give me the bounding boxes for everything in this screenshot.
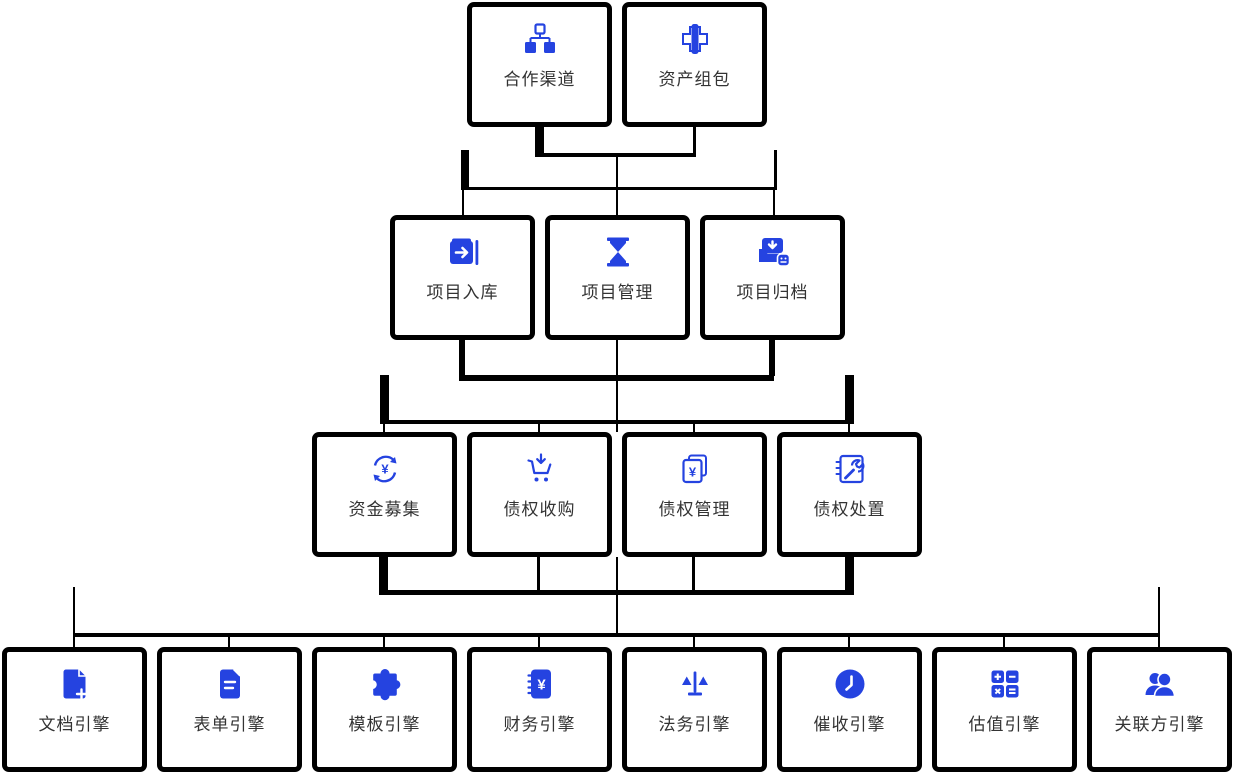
node-label: 资金募集 <box>348 500 421 519</box>
connector-line <box>383 424 385 433</box>
fund-cycle-icon: ¥ <box>367 451 403 487</box>
users-icon <box>1142 666 1178 702</box>
sitemap-icon <box>522 21 558 57</box>
flow-node-row-debt-3: ¥ 债权管理 <box>622 432 767 557</box>
calculator-icon <box>987 666 1023 702</box>
node-label: 法务引擎 <box>658 715 731 734</box>
flow-node-row-engines-5: 法务引擎 <box>622 647 767 772</box>
flow-node-row-project-1: 项目入库 <box>390 215 535 340</box>
node-label: 资产组包 <box>658 70 731 89</box>
node-label: 表单引擎 <box>193 715 266 734</box>
clock-icon <box>832 666 868 702</box>
connector-line <box>379 557 388 591</box>
connector-line <box>616 340 618 376</box>
asset-package-icon <box>677 21 713 57</box>
connector-line <box>462 190 464 216</box>
connector-line <box>1158 587 1160 648</box>
node-label: 债权处置 <box>813 500 886 519</box>
connector-line <box>461 187 777 190</box>
flow-node-row-project-3: 项目归档 <box>700 215 845 340</box>
yuan-card-icon: ¥ <box>677 451 713 487</box>
form-icon <box>212 666 248 702</box>
flow-node-row-engines-1: 文档引擎 <box>2 647 147 772</box>
node-label: 项目入库 <box>426 283 499 302</box>
connector-line <box>848 637 850 648</box>
connector-line <box>845 375 854 424</box>
node-label: 项目管理 <box>581 283 654 302</box>
svg-text:¥: ¥ <box>537 677 546 694</box>
flow-node-row-channels-1: 合作渠道 <box>467 2 612 127</box>
connector-line <box>616 381 618 432</box>
connector-line <box>1003 637 1005 648</box>
hourglass-icon <box>600 234 636 270</box>
flow-node-row-engines-8: 关联方引擎 <box>1087 647 1232 772</box>
connector-line <box>228 637 230 648</box>
flow-node-row-engines-2: 表单引擎 <box>157 647 302 772</box>
node-label: 关联方引擎 <box>1114 715 1205 734</box>
connector-line <box>616 190 618 216</box>
connector-line <box>769 340 775 376</box>
connector-line <box>774 150 777 188</box>
node-label: 估值引擎 <box>968 715 1041 734</box>
cart-download-icon <box>522 451 558 487</box>
connector-line <box>382 420 854 424</box>
node-label: 项目归档 <box>736 283 809 302</box>
node-label: 财务引擎 <box>503 715 576 734</box>
connector-line <box>616 156 618 188</box>
connector-line <box>616 557 618 635</box>
wrench-doc-icon <box>832 451 868 487</box>
flow-node-row-debt-2: 债权收购 <box>467 432 612 557</box>
connector-line <box>459 375 774 381</box>
node-label: 债权管理 <box>658 500 731 519</box>
flow-node-row-engines-3: 模板引擎 <box>312 647 457 772</box>
node-label: 模板引擎 <box>348 715 421 734</box>
connector-line <box>459 340 465 376</box>
connector-line <box>693 127 696 156</box>
scales-icon <box>677 666 713 702</box>
connector-line <box>693 637 695 648</box>
connector-line <box>73 587 75 648</box>
connector-line <box>537 557 540 591</box>
project-import-icon <box>445 234 481 270</box>
svg-text:¥: ¥ <box>381 462 389 477</box>
flow-node-row-debt-1: ¥ 资金募集 <box>312 432 457 557</box>
connector-line <box>538 637 540 648</box>
flow-node-row-channels-2: 资产组包 <box>622 2 767 127</box>
puzzle-icon <box>367 666 403 702</box>
flow-node-row-engines-7: 估值引擎 <box>932 647 1077 772</box>
node-label: 催收引擎 <box>813 715 886 734</box>
node-label: 合作渠道 <box>503 70 576 89</box>
connector-line <box>693 424 695 433</box>
connector-line <box>845 557 854 591</box>
archive-inbox-icon <box>755 234 791 270</box>
finance-book-icon: ¥ <box>522 666 558 702</box>
connector-line <box>535 127 544 156</box>
connector-line <box>383 637 385 648</box>
connector-line <box>692 557 695 591</box>
flow-node-row-engines-4: ¥ 财务引擎 <box>467 647 612 772</box>
connector-line <box>538 424 540 433</box>
connector-line <box>461 150 469 188</box>
flow-node-row-engines-6: 催收引擎 <box>777 647 922 772</box>
connector-line <box>73 633 1160 637</box>
flow-node-row-project-2: 项目管理 <box>545 215 690 340</box>
connector-line <box>773 190 775 216</box>
flow-node-row-debt-4: 债权处置 <box>777 432 922 557</box>
connector-line <box>535 153 696 157</box>
connector-line <box>380 375 389 424</box>
document-add-icon <box>57 666 93 702</box>
svg-text:¥: ¥ <box>688 465 696 480</box>
node-label: 文档引擎 <box>38 715 111 734</box>
connector-line <box>848 424 850 433</box>
node-label: 债权收购 <box>503 500 576 519</box>
